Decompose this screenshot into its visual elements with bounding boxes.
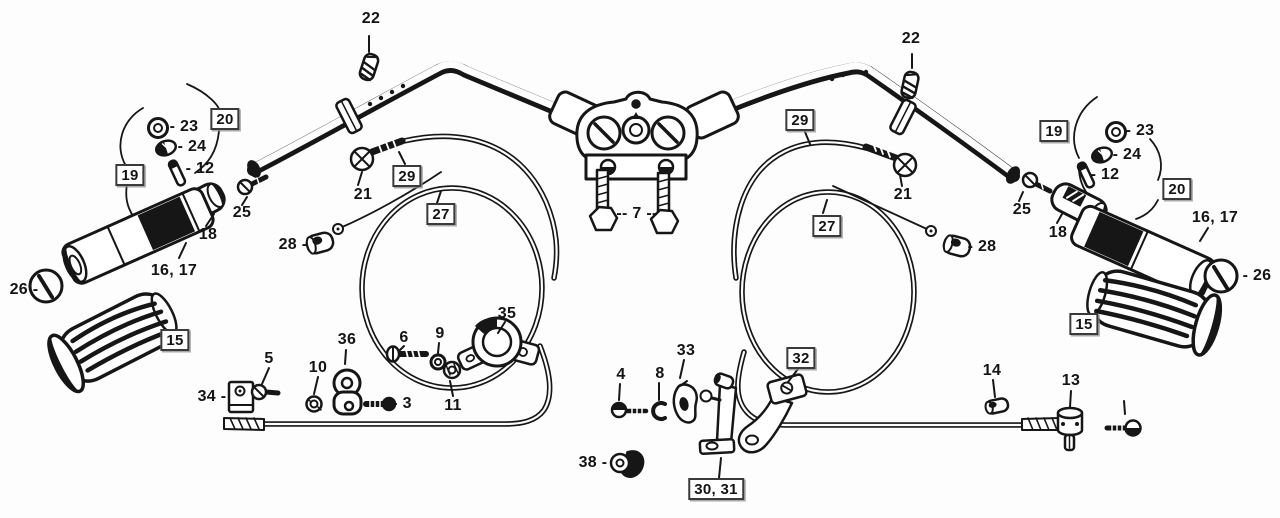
hardware-stack-left	[119, 83, 221, 226]
screw-left-25	[236, 174, 269, 196]
screw-3	[363, 396, 397, 412]
leader-lines	[178, 35, 1209, 479]
nut-10	[305, 395, 323, 413]
screw-right-25	[1021, 171, 1053, 194]
cable-end-right	[1021, 417, 1061, 431]
lever-33	[672, 380, 698, 424]
adjuster-screw-left-21	[349, 137, 406, 172]
clip-34	[227, 380, 255, 414]
p-clamp-35	[456, 316, 541, 371]
knurl-dots	[367, 69, 869, 107]
screw-4	[610, 401, 649, 419]
nut-11	[442, 360, 462, 380]
set-screw-left-22	[358, 52, 380, 82]
control-cables	[223, 133, 1061, 431]
grip-sleeve-left-16-17	[61, 187, 215, 285]
screw-6	[385, 345, 429, 363]
cable-end-left	[223, 417, 265, 431]
bracket-36	[332, 368, 363, 416]
end-cap-left-26	[28, 268, 64, 304]
handlebar-clamp	[548, 90, 740, 181]
cable-elbow-left-28	[305, 231, 335, 255]
bracket-32	[737, 373, 808, 454]
c-clip-8	[651, 401, 667, 421]
clamp-bolts-7	[588, 168, 680, 235]
bar-collar-left	[335, 97, 363, 135]
cable-elbow-right-28	[942, 234, 972, 258]
bracket-30-31	[698, 372, 738, 455]
screw-5	[250, 383, 281, 401]
sleeve-14	[984, 397, 1010, 415]
adjuster-screw-right-21	[862, 142, 918, 178]
bar-collar-right	[889, 98, 917, 136]
screw-unlabeled	[1104, 419, 1142, 437]
grip-left-15	[47, 292, 178, 394]
handlebar-tube	[247, 61, 1021, 184]
washer-9	[429, 353, 447, 371]
set-screw-right-22	[900, 70, 920, 100]
grip-right-15	[1086, 269, 1223, 357]
clamp-38	[609, 450, 645, 478]
end-cap-right-26	[1203, 258, 1239, 294]
cable-adjuster-13	[1056, 406, 1084, 452]
